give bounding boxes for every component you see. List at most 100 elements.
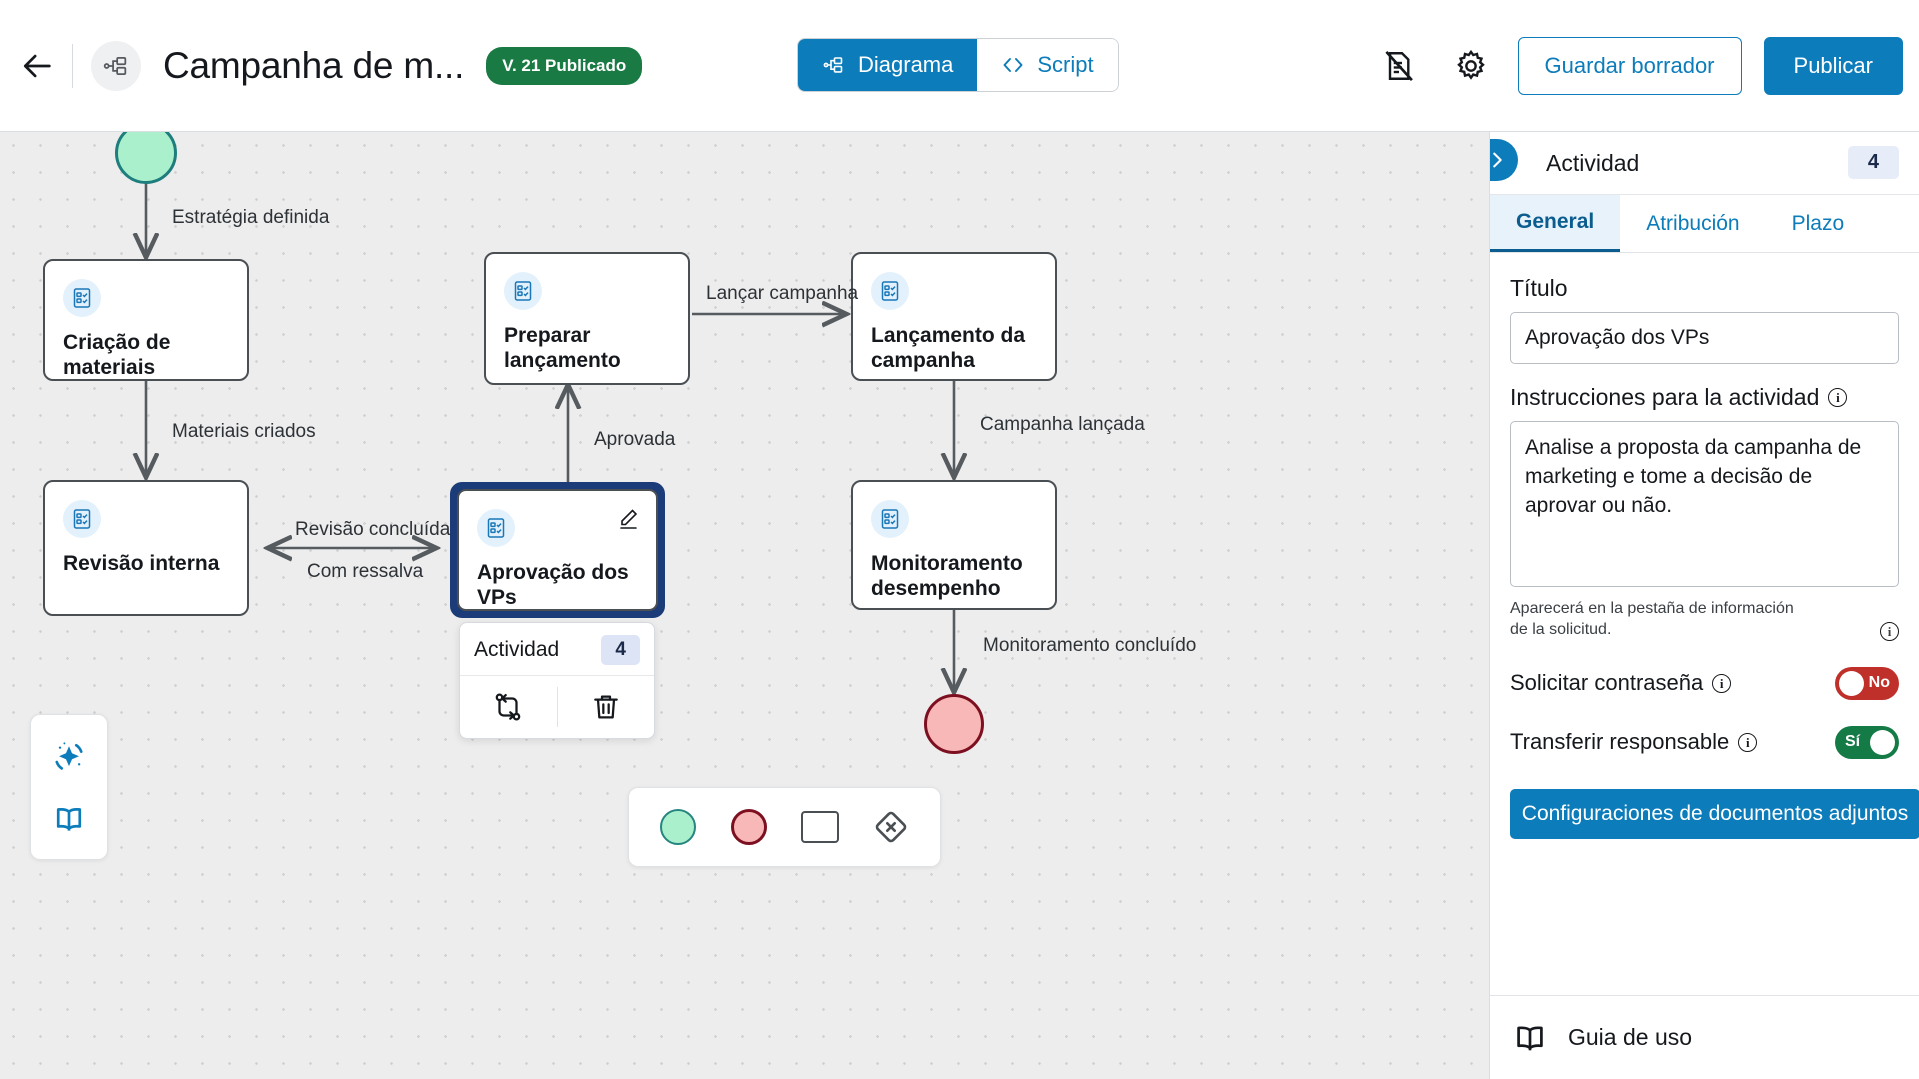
edge-label-estrategia: Estratégia definida bbox=[172, 207, 330, 228]
node-label: Criação de materiais bbox=[63, 331, 171, 379]
book-icon bbox=[56, 808, 82, 831]
diagram-canvas[interactable]: Criação de materiais Revisão interna bbox=[0, 132, 1489, 1079]
titulo-label-text: Título bbox=[1510, 275, 1568, 301]
node-revisao-interna[interactable]: Revisão interna bbox=[43, 480, 249, 616]
info-icon[interactable]: i bbox=[1738, 732, 1758, 752]
node-aprovacao-dos-vps[interactable]: Aprovação dos VPs bbox=[450, 482, 665, 618]
canvas-left-tools bbox=[30, 714, 108, 860]
context-menu-actions bbox=[460, 676, 654, 738]
tab-general[interactable]: General bbox=[1490, 195, 1621, 252]
node-criacao-de-materiais[interactable]: Criação de materiais bbox=[43, 259, 249, 381]
guide-book-button[interactable] bbox=[52, 802, 86, 836]
node-label: Lançamento da campanha bbox=[871, 324, 1026, 372]
save-draft-button[interactable]: Guardar borrador bbox=[1517, 37, 1742, 95]
toggle-state-label: No bbox=[1868, 674, 1890, 692]
node-inner: Aprovação dos VPs bbox=[457, 489, 658, 611]
swap-connection-icon bbox=[495, 693, 521, 721]
code-brackets-icon bbox=[1003, 58, 1023, 72]
start-event-node[interactable] bbox=[115, 132, 177, 184]
header-actions: Guardar borrador Publicar bbox=[1374, 0, 1903, 132]
palette-activity[interactable] bbox=[791, 798, 849, 856]
pencil-edit-icon[interactable] bbox=[616, 507, 640, 536]
transferir-responsable-text: Transferir responsable bbox=[1510, 729, 1730, 755]
shape-palette bbox=[628, 787, 941, 867]
tab-atribucion[interactable]: Atribución bbox=[1620, 195, 1765, 252]
form-checklist-glyph bbox=[487, 518, 505, 538]
info-icon[interactable]: i bbox=[1880, 621, 1899, 641]
titulo-label: Título bbox=[1510, 275, 1899, 302]
edge-label-com-ressalva: Com ressalva bbox=[307, 561, 424, 582]
end-event-node[interactable] bbox=[924, 694, 984, 754]
context-menu-header: Actividad 4 bbox=[460, 623, 654, 676]
process-nodes-icon bbox=[103, 56, 127, 75]
form-checklist-icon bbox=[63, 279, 101, 317]
node-preparar-lancamento[interactable]: Preparar lançamento bbox=[484, 252, 690, 385]
node-lancamento-da-campanha[interactable]: Lançamento da campanha bbox=[851, 252, 1057, 381]
form-checklist-icon bbox=[477, 509, 515, 547]
form-checklist-glyph bbox=[73, 509, 91, 529]
start-event-shape bbox=[660, 809, 697, 845]
node-label: Preparar lançamento bbox=[504, 324, 621, 372]
node-label: Aprovação dos VPs bbox=[477, 561, 629, 609]
node-context-menu[interactable]: Actividad 4 bbox=[459, 622, 655, 739]
form-checklist-glyph bbox=[881, 509, 899, 529]
node-label: Monitoramento desempenho bbox=[871, 552, 1023, 600]
tab-plazo-label: Plazo bbox=[1791, 211, 1845, 235]
tab-atribucion-label: Atribución bbox=[1646, 211, 1740, 235]
publish-button[interactable]: Publicar bbox=[1763, 37, 1903, 95]
form-checklist-icon bbox=[504, 272, 542, 310]
titulo-input[interactable] bbox=[1510, 312, 1899, 364]
process-avatar bbox=[91, 40, 141, 91]
toggle-row-transferir-responsable: Transferir responsable i Sí bbox=[1510, 725, 1899, 759]
trash-icon bbox=[593, 695, 618, 719]
tab-script[interactable]: Script bbox=[977, 39, 1118, 91]
notes-button[interactable] bbox=[1374, 41, 1424, 91]
panel-header: Actividad 4 bbox=[1490, 132, 1919, 195]
panel-body: Título Instrucciones para la actividad i… bbox=[1490, 253, 1919, 839]
panel-footer-guide[interactable]: Guia de uso bbox=[1490, 995, 1919, 1079]
palette-start-event[interactable] bbox=[649, 798, 707, 856]
view-toggle-group: Diagrama Script bbox=[797, 38, 1119, 92]
solicitar-contrasena-label: Solicitar contraseña i bbox=[1510, 670, 1732, 696]
delete-node-button[interactable] bbox=[558, 691, 655, 723]
ai-assistant-button[interactable] bbox=[50, 738, 88, 776]
end-event-shape bbox=[731, 809, 768, 845]
tab-general-label: General bbox=[1516, 210, 1595, 233]
form-checklist-icon bbox=[63, 500, 101, 538]
edge-label-campanha-lancada: Campanha lançada bbox=[980, 414, 1145, 435]
tab-diagrama[interactable]: Diagrama bbox=[798, 39, 978, 91]
edges-layer bbox=[0, 182, 1489, 1079]
tab-plazo[interactable]: Plazo bbox=[1766, 195, 1871, 252]
transferir-responsable-toggle[interactable]: Sí bbox=[1835, 725, 1899, 759]
edge-label-aprovada: Aprovada bbox=[594, 429, 676, 450]
panel-title: Actividad bbox=[1546, 149, 1640, 176]
tab-diagrama-label: Diagrama bbox=[858, 52, 954, 77]
toggle-knob bbox=[1839, 670, 1864, 696]
instrucciones-textarea[interactable]: Analise a proposta da campanha de market… bbox=[1510, 421, 1899, 587]
app-header: Campanha de m... V. 21 Publicado Diagram… bbox=[0, 0, 1919, 132]
panel-tabs: General Atribución Plazo bbox=[1490, 195, 1919, 253]
diagram-icon bbox=[823, 57, 843, 73]
toggle-row-solicitar-contrasena: Solicitar contraseña i No bbox=[1510, 666, 1899, 700]
status-badge: V. 21 Publicado bbox=[486, 46, 643, 85]
chevron-right-icon bbox=[1493, 152, 1502, 168]
node-monitoramento-desempenho[interactable]: Monitoramento desempenho bbox=[851, 480, 1057, 610]
ai-sparkle-icon bbox=[55, 742, 83, 770]
edge-label-revisao-concluida: Revisão concluída bbox=[295, 519, 451, 540]
swap-connection-button[interactable] bbox=[460, 690, 557, 724]
arrow-left-icon bbox=[23, 54, 51, 77]
panel-collapse-button[interactable] bbox=[1490, 139, 1518, 181]
form-checklist-icon bbox=[871, 500, 909, 538]
info-icon[interactable]: i bbox=[1712, 673, 1732, 693]
info-icon[interactable]: i bbox=[1828, 388, 1848, 407]
back-button[interactable] bbox=[8, 36, 68, 96]
context-menu-badge: 4 bbox=[601, 635, 640, 665]
attachment-settings-button[interactable]: Configuraciones de documentos adjuntos bbox=[1510, 788, 1919, 839]
palette-gateway[interactable] bbox=[862, 798, 920, 856]
transferir-responsable-label: Transferir responsable i bbox=[1510, 729, 1758, 755]
palette-end-event[interactable] bbox=[720, 798, 778, 856]
instrucciones-helper-text: Aparecerá en la pestaña de información d… bbox=[1510, 600, 1794, 638]
settings-button[interactable] bbox=[1446, 41, 1496, 91]
solicitar-contrasena-toggle[interactable]: No bbox=[1835, 666, 1899, 700]
header-divider bbox=[72, 43, 73, 88]
